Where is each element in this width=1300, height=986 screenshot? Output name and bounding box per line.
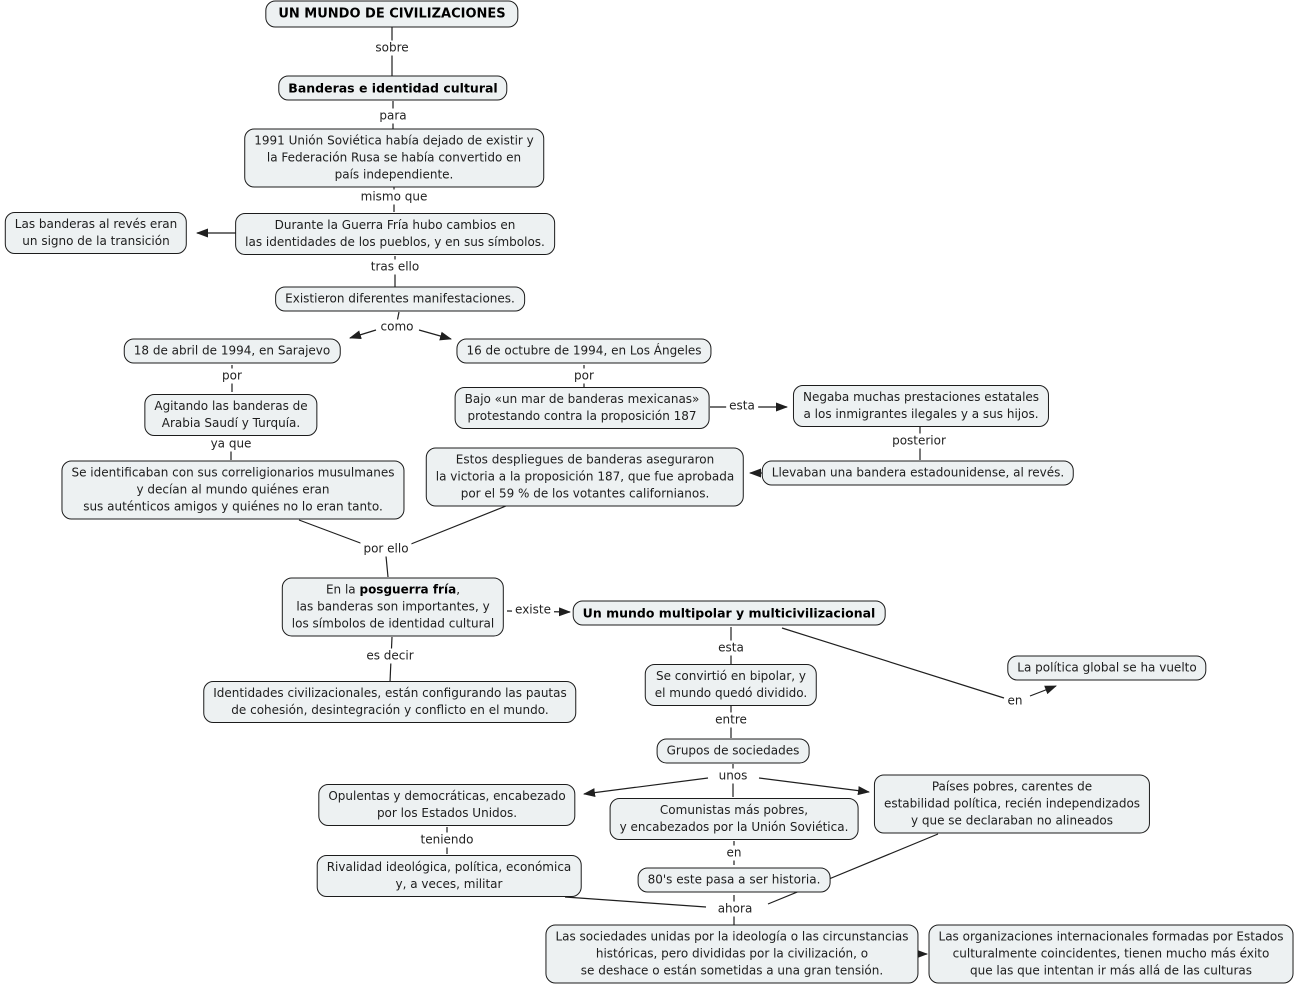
concept-los-angeles-1994[interactable]: 16 de octubre de 1994, en Los Ángeles	[456, 338, 712, 364]
concept-banderas-reves[interactable]: Las banderas al revés eran un signo de l…	[4, 212, 188, 254]
edge-multipolar-en	[781, 627, 1005, 699]
link-label-es-decir[interactable]: es decir	[363, 648, 417, 664]
link-label-unos[interactable]: unos	[715, 768, 751, 784]
link-label-posterior[interactable]: posterior	[889, 433, 949, 449]
link-label-sobre[interactable]: sobre	[372, 40, 412, 56]
concept-sarajevo-1994[interactable]: 18 de abril de 1994, en Sarajevo	[123, 338, 341, 364]
concept-80s-historia[interactable]: 80's este pasa a ser historia.	[637, 867, 831, 893]
concept-banderas-identidad[interactable]: Banderas e identidad cultural	[278, 75, 508, 101]
concept-sociedades-ideologia[interactable]: Las sociedades unidas por la ideología o…	[545, 924, 919, 984]
concept-guerra-fria[interactable]: Durante la Guerra Fría hubo cambios en l…	[235, 213, 555, 255]
link-label-por-der[interactable]: por	[571, 368, 597, 384]
concept-posguerra-fria[interactable]: En la posguerra fría, las banderas son i…	[281, 577, 505, 637]
edge-como-sarajevo	[349, 329, 377, 340]
edge-en-politica	[1029, 685, 1057, 697]
concept-correligionarios[interactable]: Se identificaban con sus correligionario…	[61, 460, 405, 520]
concept-bandera-estadounidense[interactable]: Llevaban una bandera estadounidense, al …	[761, 460, 1075, 486]
edge-unos-opulentas	[583, 777, 709, 798]
link-label-ahora[interactable]: ahora	[714, 901, 756, 917]
concept-comunistas-pobres[interactable]: Comunistas más pobres, y encabezados por…	[609, 798, 859, 840]
concept-title[interactable]: UN MUNDO DE CIVILIZACIONES	[265, 0, 519, 28]
link-label-entre[interactable]: entre	[712, 712, 750, 728]
posguerra-text-post: , las banderas son importantes, y los sí…	[291, 582, 495, 631]
concept-identidades-civilizacionales[interactable]: Identidades civilizacionales, están conf…	[203, 681, 577, 723]
concept-rivalidad[interactable]: Rivalidad ideológica, política, económic…	[316, 855, 582, 897]
concept-politica-global[interactable]: La política global se ha vuelto	[1007, 655, 1207, 681]
link-label-mismo-que[interactable]: mismo que	[357, 189, 431, 205]
concept-existieron-manifestaciones[interactable]: Existieron diferentes manifestaciones.	[275, 286, 525, 312]
edge-como-losangeles	[418, 329, 452, 341]
link-label-teniendo[interactable]: teniendo	[417, 832, 477, 848]
link-label-esta-2[interactable]: esta	[715, 640, 747, 656]
link-label-en-1[interactable]: en	[1004, 693, 1026, 709]
concept-agitando-banderas[interactable]: Agitando las banderas de Arabia Saudí y …	[144, 394, 318, 436]
edge-despliegues-porello	[410, 505, 507, 545]
edge-identificaban-porello	[298, 519, 364, 545]
concept-mundo-multipolar[interactable]: Un mundo multipolar y multicivilizaciona…	[572, 600, 886, 626]
posguerra-text-bold: posguerra fría	[359, 582, 457, 597]
edge-porello-posguerra	[385, 555, 389, 578]
edge-rivalidad-ahora	[564, 896, 707, 908]
link-label-tras-ello[interactable]: tras ello	[367, 259, 423, 275]
link-label-existe[interactable]: existe	[512, 602, 554, 618]
concept-opulentas-democraticas[interactable]: Opulentas y democráticas, encabezado por…	[318, 784, 576, 826]
link-label-esta-1[interactable]: esta	[726, 398, 758, 414]
concept-bipolar[interactable]: Se convirtió en bipolar, y el mundo qued…	[644, 664, 818, 706]
edge-unos-paises	[758, 777, 870, 796]
link-label-en-2[interactable]: en	[723, 845, 745, 861]
link-label-para[interactable]: para	[376, 108, 410, 124]
concept-despliegues-victoria-187[interactable]: Estos despliegues de banderas aseguraron…	[425, 447, 745, 507]
link-label-por-ello[interactable]: por ello	[360, 541, 412, 557]
concept-organizaciones-internacionales[interactable]: Las organizaciones internacionales forma…	[928, 924, 1294, 984]
concept-grupos-sociedades[interactable]: Grupos de sociedades	[656, 738, 810, 764]
link-label-por-izq[interactable]: por	[219, 368, 245, 384]
link-label-ya-que[interactable]: ya que	[207, 436, 255, 452]
concept-negaba-prestaciones[interactable]: Negaba muchas prestaciones estatales a l…	[792, 385, 1050, 427]
concept-mar-banderas-mexicanas[interactable]: Bajo «un mar de banderas mexicanas» prot…	[454, 387, 710, 429]
posguerra-text-pre: En la	[325, 582, 360, 597]
link-label-como[interactable]: como	[377, 319, 417, 335]
concept-urss-1991[interactable]: 1991 Unión Soviética había dejado de exi…	[244, 128, 544, 188]
concept-paises-pobres[interactable]: Países pobres, carentes de estabilidad p…	[873, 774, 1151, 834]
